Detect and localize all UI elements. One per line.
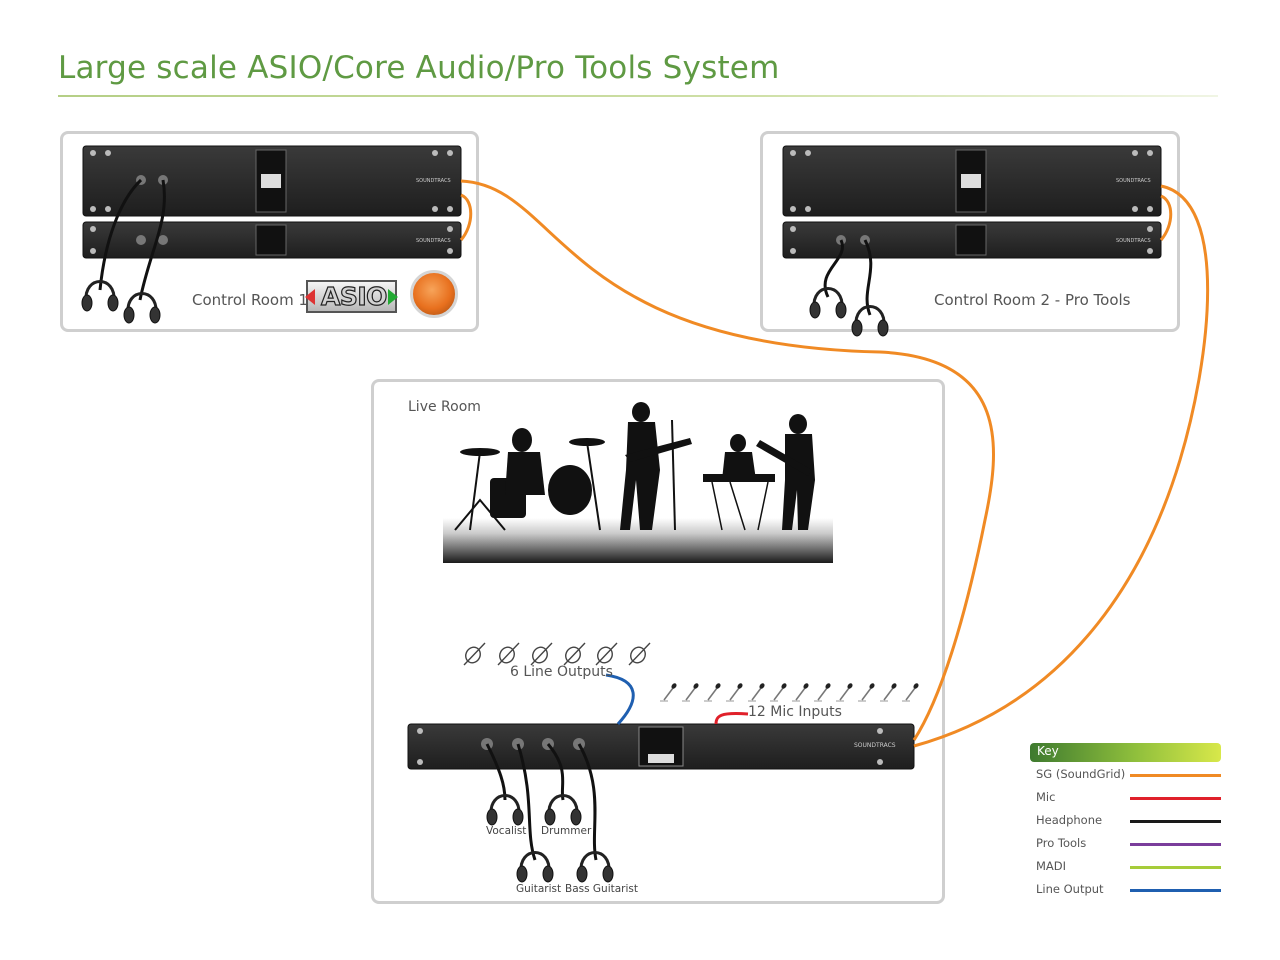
brand-label: SOUNDTRACS: [854, 742, 896, 749]
mic-cable: [714, 712, 749, 725]
line-output-icons: [462, 642, 651, 667]
line-output-cable: [605, 673, 635, 726]
control-room-2-rack-bottom: [782, 221, 1162, 259]
brand-label: SOUNDTRACS: [1116, 178, 1151, 184]
mic-icons: [659, 681, 921, 702]
headphone-label-drummer: Drummer: [541, 825, 592, 837]
legend-item-madi: MADI: [1036, 859, 1222, 875]
legend-item-sg: SG (SoundGrid): [1036, 767, 1222, 783]
core-audio-logo: [410, 270, 458, 318]
brand-label: SOUNDTRACS: [1116, 238, 1151, 244]
legend-swatch: [1130, 774, 1221, 777]
control-room-2-label: Control Room 2 - Pro Tools: [934, 291, 1131, 309]
mic-inputs-label: 12 Mic Inputs: [748, 704, 842, 720]
control-room-1-rack-bottom: [82, 221, 462, 259]
sg-cable-cr1-link: [459, 193, 473, 241]
headphone-label-guitarist: Guitarist: [516, 883, 562, 895]
sg-cable-cr2-link: [1159, 194, 1173, 241]
page-title: Large scale ASIO/Core Audio/Pro Tools Sy…: [58, 50, 780, 86]
legend-title: Key: [1037, 744, 1059, 758]
live-room-rack: [407, 723, 915, 770]
legend-swatch: [1130, 797, 1221, 800]
control-room-2-rack-top: [782, 145, 1162, 217]
title-underline: [58, 95, 1218, 97]
brand-label: SOUNDTRACS: [416, 238, 451, 244]
band-silhouette-image: [443, 402, 833, 563]
live-room-label: Live Room: [408, 399, 481, 415]
headphone-label-vocalist: Vocalist: [486, 825, 527, 837]
legend-swatch: [1130, 889, 1221, 892]
headphone-icon: [808, 287, 848, 320]
brand-label: SOUNDTRACS: [416, 178, 451, 184]
sg-cable-cr1-to-live: [460, 179, 995, 741]
control-room-1-label: Control Room 1: [192, 291, 309, 309]
legend-swatch: [1130, 843, 1221, 846]
legend-item-mic: Mic: [1036, 790, 1222, 806]
legend-item-pro-tools: Pro Tools: [1036, 836, 1222, 852]
sg-cable-cr2-to-live: [913, 184, 1210, 748]
headphone-icon: [122, 292, 162, 325]
asio-logo: ASIO: [305, 280, 398, 313]
headphone-label-bass-guitarist: Bass Guitarist: [565, 883, 638, 895]
legend-swatch: [1130, 866, 1221, 869]
legend-swatch: [1130, 820, 1221, 823]
legend-item-headphone: Headphone: [1036, 813, 1222, 829]
legend-header: Key: [1030, 743, 1221, 762]
legend-item-line-output: Line Output: [1036, 882, 1222, 898]
line-outputs-label: 6 Line Outputs: [510, 664, 613, 680]
